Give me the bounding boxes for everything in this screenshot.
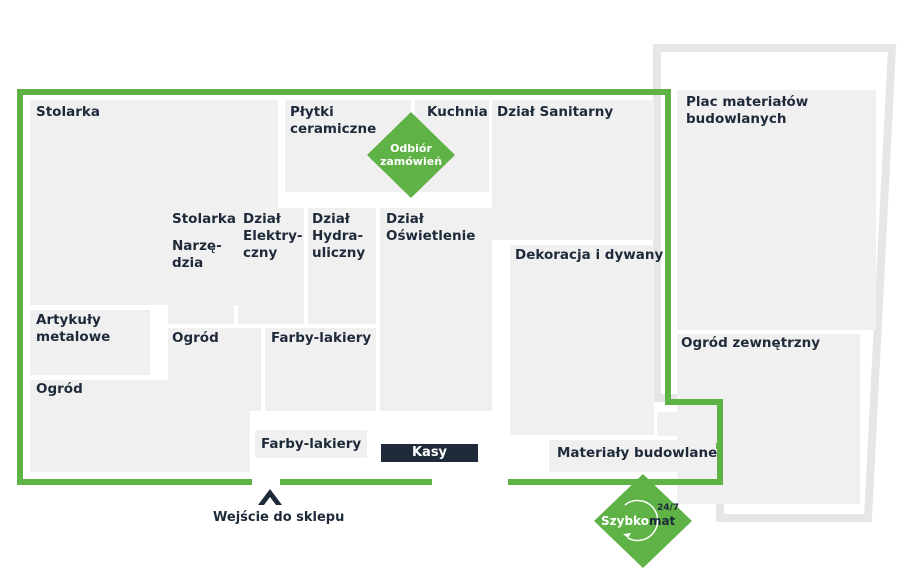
zone-materialy[interactable]: [549, 440, 709, 472]
label-materialy: Materiały budowlane: [557, 445, 718, 461]
zone-sanitarny[interactable]: [492, 100, 654, 240]
zone-dekoracja[interactable]: [510, 245, 654, 435]
zone-small-corner: [657, 412, 709, 436]
label-dekoracja: Dekoracja i dywany: [515, 247, 664, 263]
entrance-label[interactable]: Wejście do sklepu: [213, 510, 345, 525]
label-elektryczny: Dział Elektry- czny: [243, 211, 303, 261]
label-stolarka-inner: Stolarka: [172, 211, 236, 227]
szybkomat-brand-a: Szybko: [601, 514, 649, 528]
label-oswietlenie: Dział Oświetlenie: [386, 211, 476, 244]
szybkomat-brand-b: mat: [648, 514, 676, 528]
zone-oswietlenie[interactable]: [380, 208, 492, 411]
odbior-label[interactable]: Odbiór zamówień: [379, 142, 443, 168]
label-stolarka: Stolarka: [36, 104, 100, 120]
label-narzedzia: Narzę- dzia: [172, 238, 222, 271]
kasy-checkout[interactable]: Kasy: [381, 444, 478, 462]
label-farby-bottom: Farby-lakiery: [261, 436, 362, 452]
zone-elektryczny[interactable]: [238, 208, 304, 324]
zone-narzedzia[interactable]: [168, 236, 234, 324]
label-plac: Plac materiałów budowlanych: [686, 94, 809, 127]
zone-ogrod-inner[interactable]: [168, 328, 261, 411]
label-kuchnia: Kuchnia: [427, 104, 488, 120]
zone-stolarka-inner[interactable]: [168, 208, 234, 232]
zone-farby-inner[interactable]: [265, 328, 376, 411]
label-ogrod-inner: Ogród: [172, 330, 219, 346]
label-sanitarny: Dział Sanitarny: [497, 104, 614, 120]
zone-stolarka[interactable]: [30, 100, 278, 305]
label-hydrauliczny: Dział Hydra- uliczny: [312, 211, 366, 261]
szybkomat-hours: 24/7: [657, 503, 680, 513]
zone-hydrauliczny[interactable]: [308, 208, 376, 324]
zone-farby-bottom[interactable]: [255, 430, 367, 458]
szybkomat-logo[interactable]: Szybkomat: [601, 514, 675, 528]
label-artykuly: Artykuły metalowe: [36, 312, 111, 345]
zone-plac[interactable]: [677, 90, 876, 330]
label-farby-inner: Farby-lakiery: [271, 330, 372, 346]
label-ogrod-left: Ogród: [36, 381, 83, 397]
label-plytki: Płytki ceramiczne: [290, 104, 377, 137]
label-ogrod-zewn: Ogród zewnętrzny: [681, 335, 821, 351]
zone-artykuly[interactable]: [30, 310, 150, 375]
